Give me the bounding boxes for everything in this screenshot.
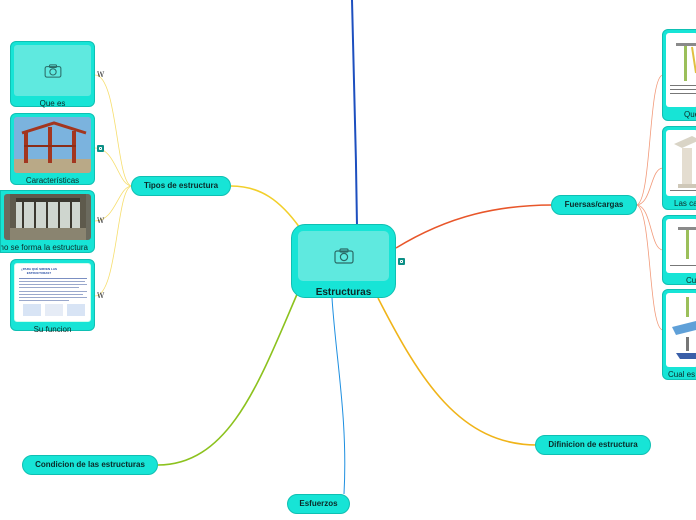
edge-tipos-funcion bbox=[94, 185, 133, 297]
topic-label: Tipos de estructura bbox=[143, 181, 219, 190]
subtopic-las-cargas[interactable]: Las cargas bbox=[662, 126, 696, 210]
edge-tipos bbox=[230, 185, 301, 229]
document-thumbnail: ¿PARA QUÉ SIRVEN LAS ESTRUCTURAS? bbox=[14, 263, 91, 322]
diagram-thumbnail bbox=[666, 293, 696, 367]
steel-frame-photo bbox=[14, 117, 91, 173]
subtopic-label: Cual es bbox=[668, 370, 696, 379]
edge-condicion bbox=[157, 291, 299, 466]
topic-condicion-de-las-estructuras[interactable]: Condicion de las estructuras bbox=[22, 455, 158, 475]
load-diagram-illustration bbox=[672, 297, 696, 359]
wikipedia-marker-icon[interactable]: W bbox=[97, 71, 105, 79]
subtopic-label: Que es bbox=[684, 110, 696, 119]
topic-difinicion-de-estructura[interactable]: Difinicion de estructura bbox=[535, 435, 651, 455]
topic-fuersas-cargas[interactable]: Fuersas/cargas bbox=[551, 195, 637, 215]
bridge-interior-photo bbox=[4, 194, 91, 240]
steel-frame-illustration bbox=[14, 117, 91, 173]
subtopic-fuersas-que-es[interactable]: Que es bbox=[662, 29, 696, 121]
document-text-lines bbox=[19, 278, 87, 316]
edge-tipos-como bbox=[94, 185, 133, 222]
subtopic-label: Las cargas bbox=[674, 199, 696, 208]
topic-tipos-de-estructura[interactable]: Tipos de estructura bbox=[131, 176, 231, 196]
edge-tipos-que-es bbox=[94, 74, 133, 187]
subtopic-label: Como se forma la estructura bbox=[1, 243, 88, 252]
central-node-label: Estructuras bbox=[315, 287, 372, 298]
camera-icon bbox=[333, 248, 354, 264]
edge-fuersas-cargas bbox=[635, 167, 664, 206]
diagram-thumbnail bbox=[666, 33, 696, 107]
edge-top bbox=[351, 0, 358, 227]
column-thumbnail bbox=[666, 130, 696, 196]
subtopic-label: Su funcion bbox=[33, 325, 72, 334]
central-image-placeholder bbox=[298, 231, 389, 281]
subtopic-caracteristicas[interactable]: Características bbox=[10, 113, 95, 185]
subtopic-que-es[interactable]: Que es bbox=[10, 41, 95, 108]
edge-fuersas-cual-es bbox=[635, 204, 664, 331]
bridge-illustration bbox=[9, 194, 86, 240]
wikipedia-marker-icon[interactable]: W bbox=[97, 217, 105, 225]
subtopic-como-se-forma[interactable]: Como se forma la estructura bbox=[0, 190, 95, 253]
edge-definicion bbox=[377, 297, 538, 446]
subtopic-label: Características bbox=[25, 176, 80, 185]
image-placeholder bbox=[14, 45, 91, 96]
topic-label: Condicion de las estructuras bbox=[35, 460, 145, 469]
central-node[interactable]: Estructuras bbox=[291, 224, 396, 298]
document-heading: ¿PARA QUÉ SIRVEN LAS ESTRUCTURAS? bbox=[20, 267, 58, 275]
edge-fuersas bbox=[395, 204, 554, 249]
edge-esfuerzos bbox=[331, 297, 346, 495]
topic-label: Esfuerzos bbox=[299, 499, 338, 508]
topic-label: Fuersas/cargas bbox=[564, 200, 624, 209]
camera-icon bbox=[44, 63, 61, 78]
force-diagram-illustration bbox=[670, 43, 696, 94]
diagram-thumbnail bbox=[666, 219, 696, 273]
edge-fuersas-cuales bbox=[635, 204, 664, 251]
subtopic-su-funcion[interactable]: ¿PARA QUÉ SIRVEN LAS ESTRUCTURAS? Su fun… bbox=[10, 259, 95, 334]
subtopic-cual-es[interactable]: Cual es bbox=[662, 289, 696, 380]
link-icon[interactable] bbox=[97, 145, 104, 152]
tension-diagram-illustration bbox=[670, 227, 696, 266]
topic-label: Difinicion de estructura bbox=[548, 440, 638, 449]
subtopic-label: Que es bbox=[39, 99, 66, 108]
topic-esfuerzos[interactable]: Esfuerzos bbox=[287, 494, 350, 514]
wikipedia-marker-icon[interactable]: W bbox=[97, 292, 105, 300]
column-illustration bbox=[670, 136, 696, 191]
edge-fuersas-que-es bbox=[635, 74, 664, 206]
link-icon[interactable] bbox=[398, 258, 405, 265]
